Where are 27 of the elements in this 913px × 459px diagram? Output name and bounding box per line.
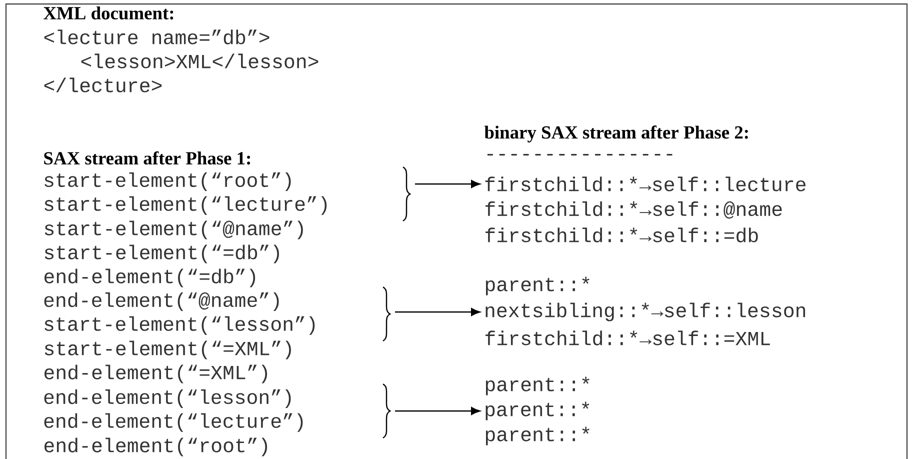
code-line: firstchild::*→self::lecture	[485, 176, 806, 192]
code-line: start-element(“=XML”)	[44, 340, 291, 360]
code-line: parent::*	[486, 376, 590, 396]
code-line: start-element(“=db”)	[44, 244, 279, 264]
code-line-group: start-element(“root”) start-element(“lecture”)	[44, 172, 327, 215]
heading: XML document:	[44, 6, 174, 20]
code-line-group: end-element(“@name”) start-element(“lesson”)	[44, 292, 315, 335]
arrow	[415, 180, 480, 188]
code-line: <lesson>XML</lesson>	[81, 54, 318, 68]
code-line: firstchild::*→self::=db	[486, 228, 758, 242]
code-line: parent::*	[486, 276, 590, 296]
code-line: firstchild::*→self::=XML	[486, 330, 770, 346]
code-line: parent::*	[486, 402, 590, 420]
arrow	[395, 407, 480, 415]
code-line: parent::*	[486, 426, 590, 446]
code-line: end-element(“=XML”)	[44, 364, 267, 384]
code-line: end-element(“=db”)	[44, 268, 256, 288]
code-line: end-element(“root”)	[44, 438, 267, 456]
code-line: nextsibling::*→self::lesson	[486, 302, 806, 322]
code-line: <lecture name=”db”>	[44, 30, 270, 44]
code-line-group: end-element(“lesson”) end-element(“lecture”)	[44, 389, 303, 432]
code-line: </lecture>	[44, 78, 162, 92]
code-line: firstchild::*→self::@name	[486, 201, 782, 219]
code-line: ----------------	[487, 154, 672, 156]
heading: binary SAX stream after Phase 2:	[484, 126, 748, 142]
code-line: start-element(“@name”)	[44, 220, 303, 240]
arrow	[395, 308, 480, 316]
